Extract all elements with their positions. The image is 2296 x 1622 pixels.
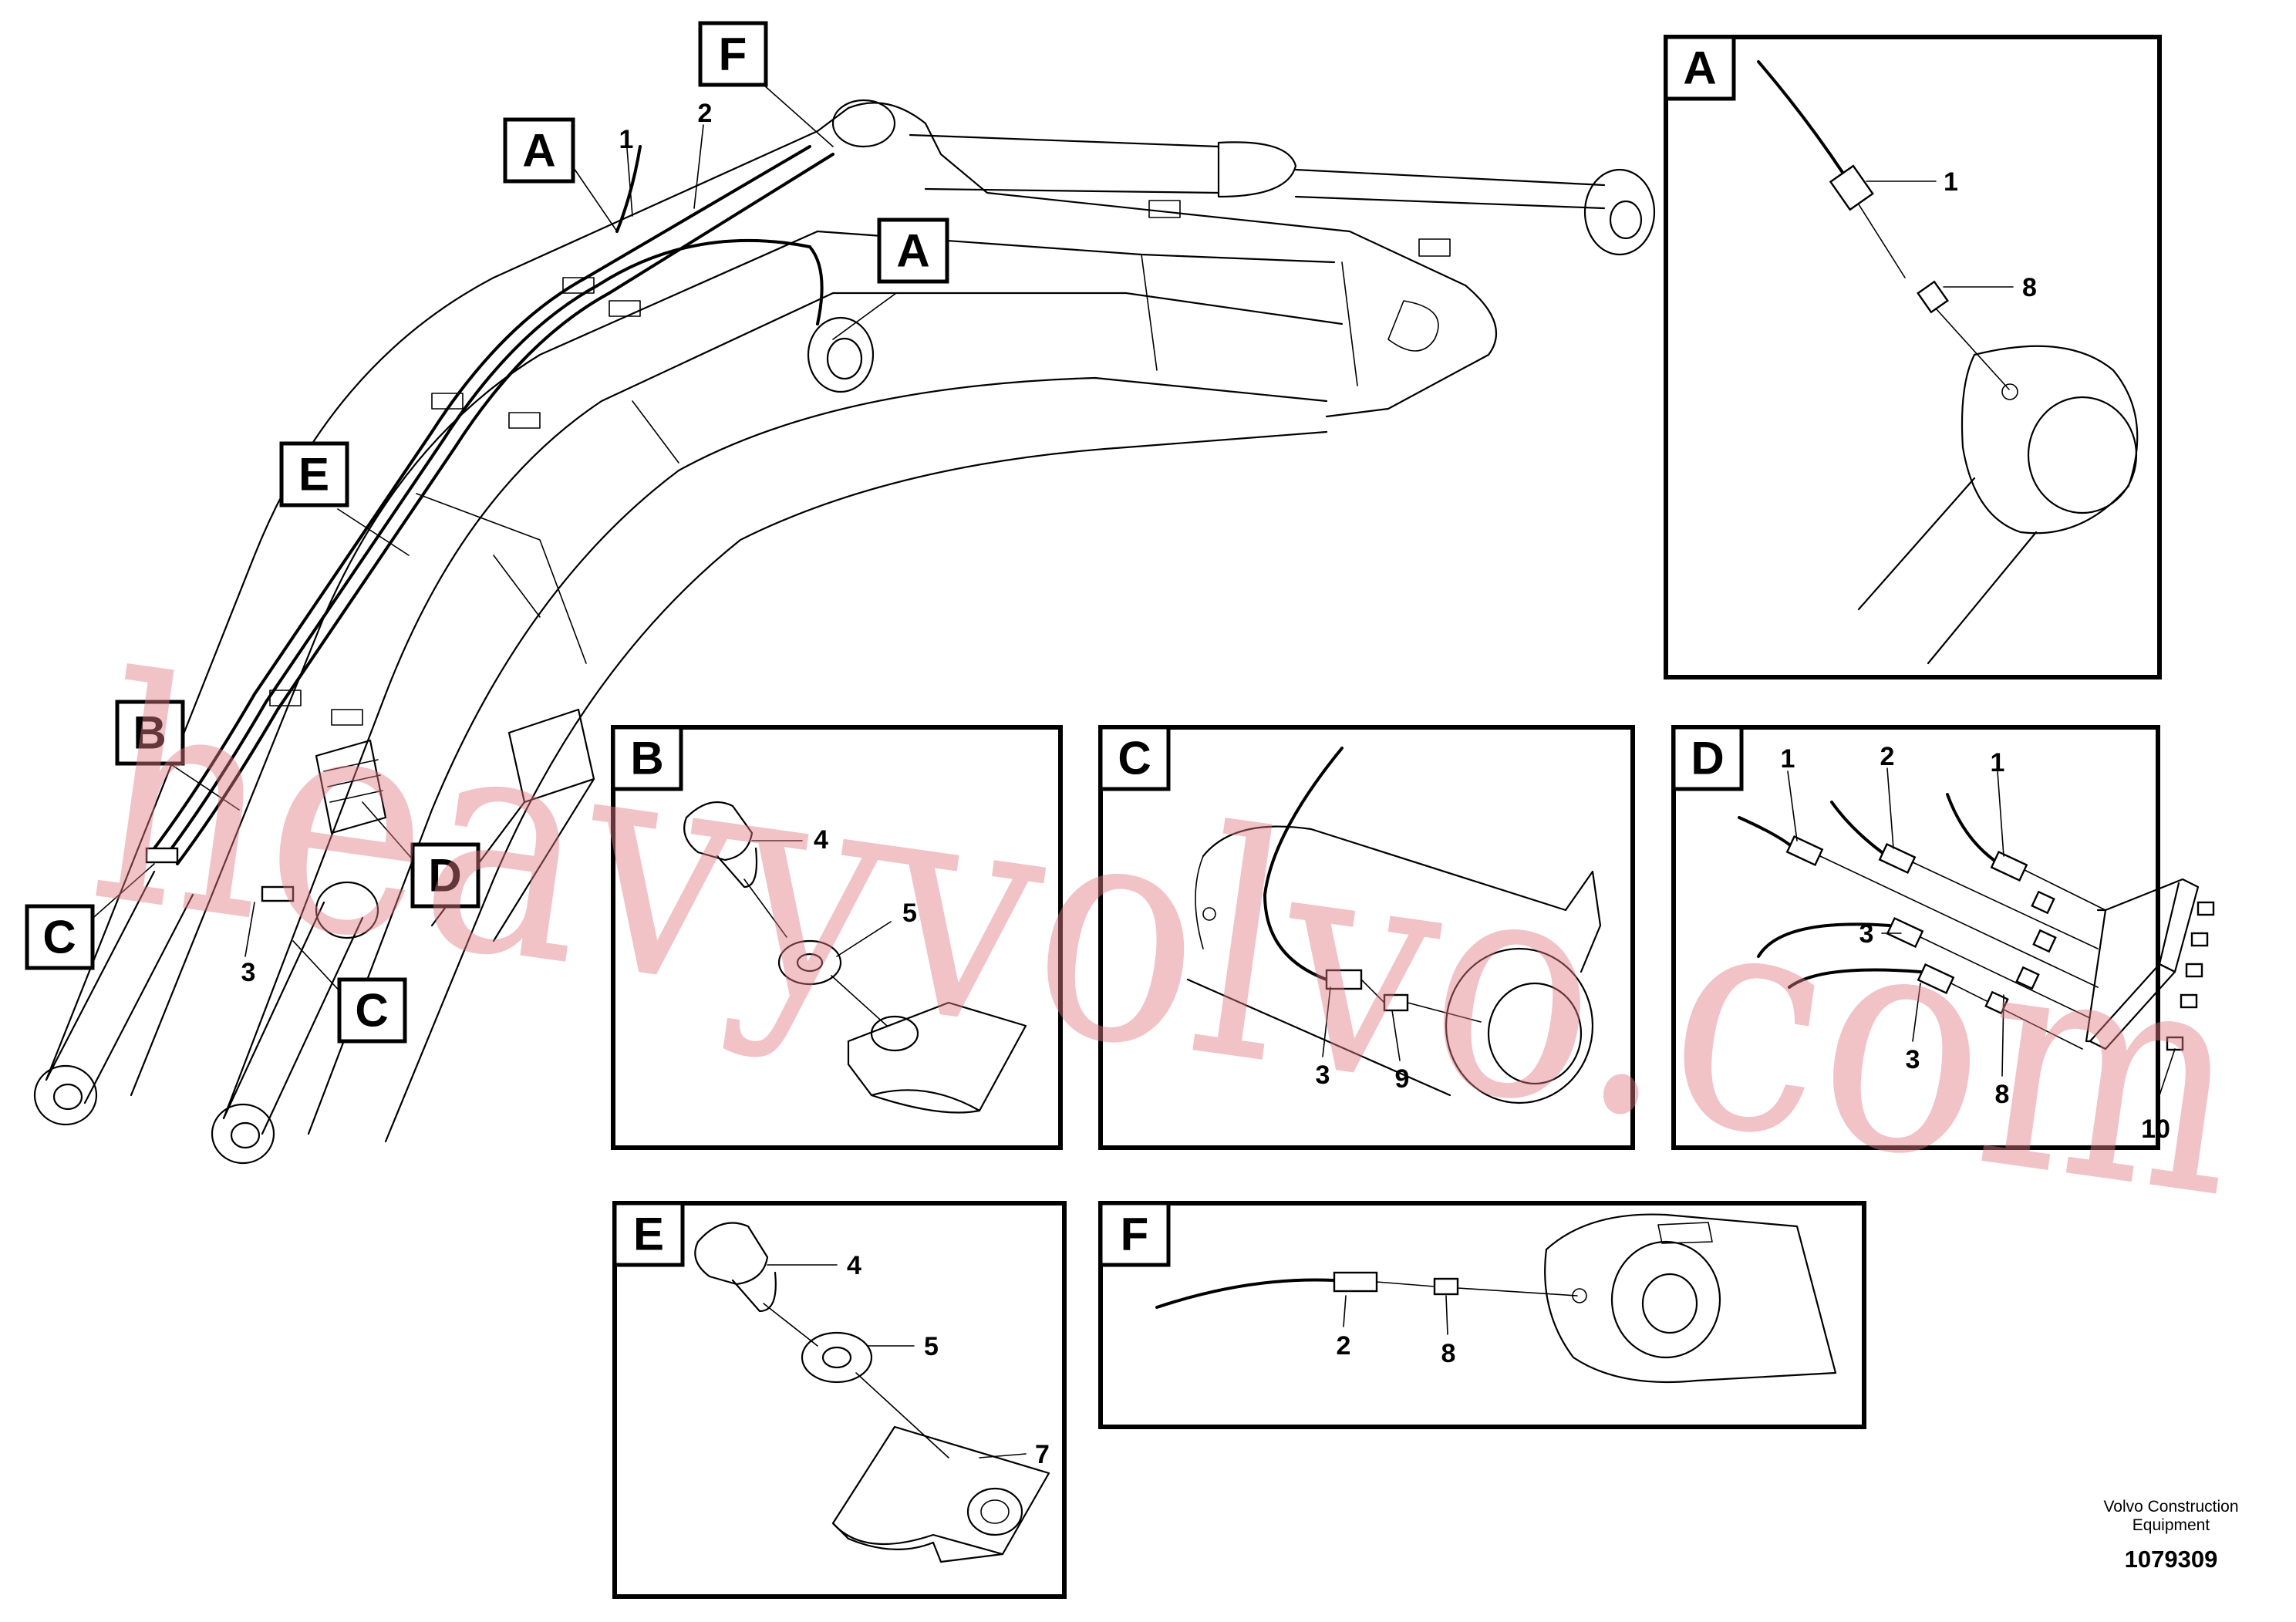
detail-E-item-5: 5 xyxy=(924,1332,939,1361)
detail-F-item-2: 2 xyxy=(1337,1331,1351,1361)
detail-D-item-3b: 3 xyxy=(1906,1045,1920,1074)
detail-E-item-7: 7 xyxy=(1035,1440,1050,1469)
drawing-number: 1079309 xyxy=(2125,1546,2218,1573)
drawing-caption: Volvo Construction Equipment 1079309 xyxy=(2103,1498,2238,1573)
callout-A-label: A xyxy=(896,225,929,277)
detail-panel-D: D xyxy=(1671,725,2215,1150)
boom-assembly-view xyxy=(33,99,1656,1165)
detail-A-title: A xyxy=(1683,42,1716,94)
callout-tag-E: E xyxy=(279,441,349,508)
detail-D-item-1b: 1 xyxy=(1991,748,2005,777)
callout-tag-A-1: A xyxy=(503,117,575,184)
detail-C-item-9: 9 xyxy=(1395,1064,1410,1094)
detail-panel-B: B 4 5 xyxy=(611,725,1063,1150)
detail-D-item-3a: 3 xyxy=(1859,919,1874,949)
callout-tag-C-1: C xyxy=(25,904,95,970)
callout-C-label: C xyxy=(355,985,388,1037)
main-item-3: 3 xyxy=(241,958,256,987)
detail-panel-A: A 1 8 xyxy=(1664,35,2162,679)
callout-tag-A-2: A xyxy=(877,218,949,284)
detail-E-item-4: 4 xyxy=(847,1251,861,1280)
detail-A-item-1: 1 xyxy=(1944,167,1958,197)
callout-D-label: D xyxy=(428,850,461,902)
callout-tag-C-2: C xyxy=(337,977,407,1044)
callout-tag-F: F xyxy=(698,21,768,87)
detail-panel-E: E 4 5 7 xyxy=(612,1201,1067,1599)
callout-F-label: F xyxy=(719,29,747,80)
caption-company-line2: Equipment xyxy=(2132,1516,2210,1534)
detail-C-item-3: 3 xyxy=(1316,1061,1330,1090)
detail-D-item-8: 8 xyxy=(1995,1080,2010,1109)
caption-company: Volvo Construction xyxy=(2103,1498,2238,1516)
callout-E-label: E xyxy=(298,449,329,501)
detail-panel-C: C 3 9 xyxy=(1098,725,1635,1150)
main-item-2: 2 xyxy=(698,99,713,128)
detail-panel-F: F 2 8 xyxy=(1098,1201,1866,1429)
detail-B-title: B xyxy=(630,733,663,784)
detail-B-item-4: 4 xyxy=(814,825,828,855)
detail-A-item-8: 8 xyxy=(2022,273,2037,302)
detail-D-item-10: 10 xyxy=(2141,1114,2170,1144)
callout-tag-D: D xyxy=(410,842,480,909)
watermark-text: heavyvolvo.com xyxy=(75,612,2263,1267)
detail-E-title: E xyxy=(633,1209,664,1260)
callout-C-label: C xyxy=(42,912,76,963)
detail-D-title: D xyxy=(1691,733,1724,784)
main-item-1: 1 xyxy=(619,125,634,154)
main-view-callouts xyxy=(88,84,897,996)
detail-D-item-1a: 1 xyxy=(1781,744,1795,774)
detail-F-item-8: 8 xyxy=(1441,1339,1456,1368)
detail-F-title: F xyxy=(1121,1209,1149,1260)
callout-tag-B: B xyxy=(115,700,185,766)
callout-A-label: A xyxy=(522,125,555,177)
detail-C-title: C xyxy=(1118,733,1151,784)
callout-B-label: B xyxy=(133,707,166,759)
detail-B-item-5: 5 xyxy=(902,899,917,928)
detail-D-item-2: 2 xyxy=(1880,742,1895,771)
